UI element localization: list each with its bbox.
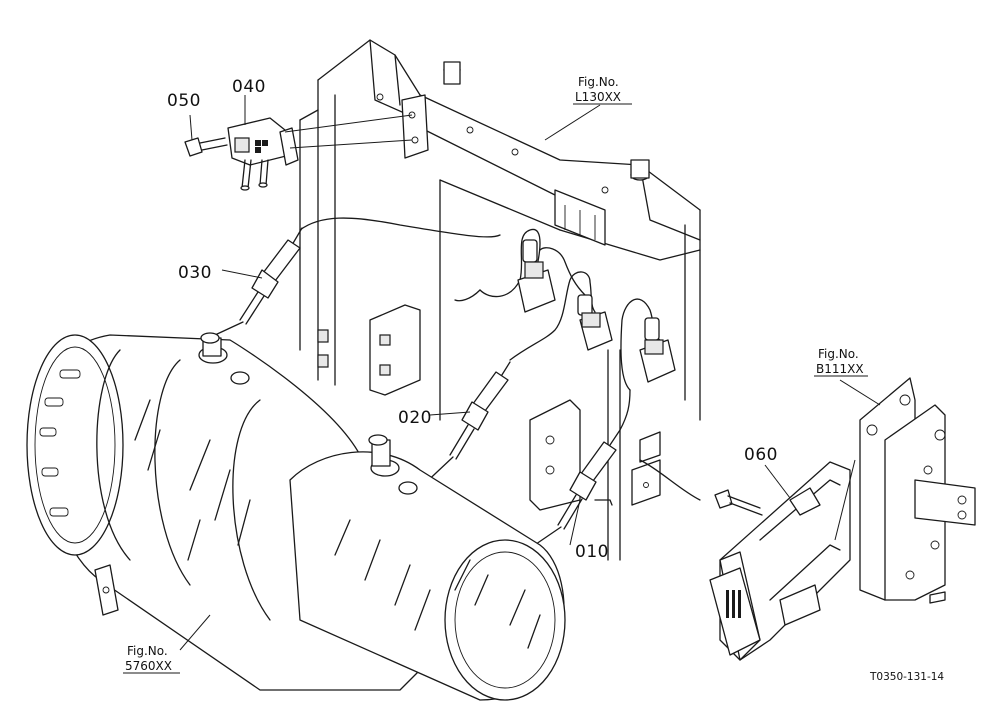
drawing-code: T0350-131-14 xyxy=(869,671,944,683)
fig-ref-5760-number: 5760XX xyxy=(125,659,172,673)
sensor-boss-right xyxy=(368,434,418,495)
pressure-sensor-040 xyxy=(227,117,299,191)
fig-ref-b111-number: B111XX xyxy=(816,362,864,376)
bolt-050 xyxy=(184,137,228,157)
callout-labels: 050 040 030 020 010 060 xyxy=(167,77,778,562)
fig-ref-l130-label: Fig.No. xyxy=(578,75,619,89)
connector-upper-left xyxy=(517,239,556,313)
fig-ref-l130-number: L130XX xyxy=(575,90,621,104)
fig-ref-b111: Fig.No. B111XX xyxy=(814,347,868,377)
ecu-controller-060 xyxy=(709,461,851,661)
callout-010: 010 xyxy=(575,542,609,562)
callout-020: 020 xyxy=(398,408,432,428)
fig-ref-5760-label: Fig.No. xyxy=(127,644,168,658)
callout-060: 060 xyxy=(744,445,778,465)
sensor-boss-left xyxy=(198,332,250,385)
callout-050: 050 xyxy=(167,91,201,111)
callout-040: 040 xyxy=(232,77,266,97)
fig-ref-5760: Fig.No. 5760XX xyxy=(123,644,180,674)
connector-upper-right xyxy=(639,317,676,383)
exhaust-temp-sensor-020 xyxy=(419,361,511,489)
exhaust-temp-sensor-030 xyxy=(214,227,303,336)
leader-lines xyxy=(179,95,881,651)
exhaust-muffler-assembly xyxy=(26,332,566,701)
frame-bracket xyxy=(299,39,701,561)
ecu-bolt xyxy=(714,489,763,516)
exhaust-temp-sensor-010 xyxy=(519,429,621,556)
fig-ref-l130: Fig.No. L130XX xyxy=(573,75,632,105)
connector-upper-middle xyxy=(577,294,613,351)
fig-ref-b111-label: Fig.No. xyxy=(818,347,859,361)
callout-030: 030 xyxy=(178,263,212,283)
ecu-mounting-bracket xyxy=(859,377,976,604)
harness-connectors xyxy=(517,239,676,383)
